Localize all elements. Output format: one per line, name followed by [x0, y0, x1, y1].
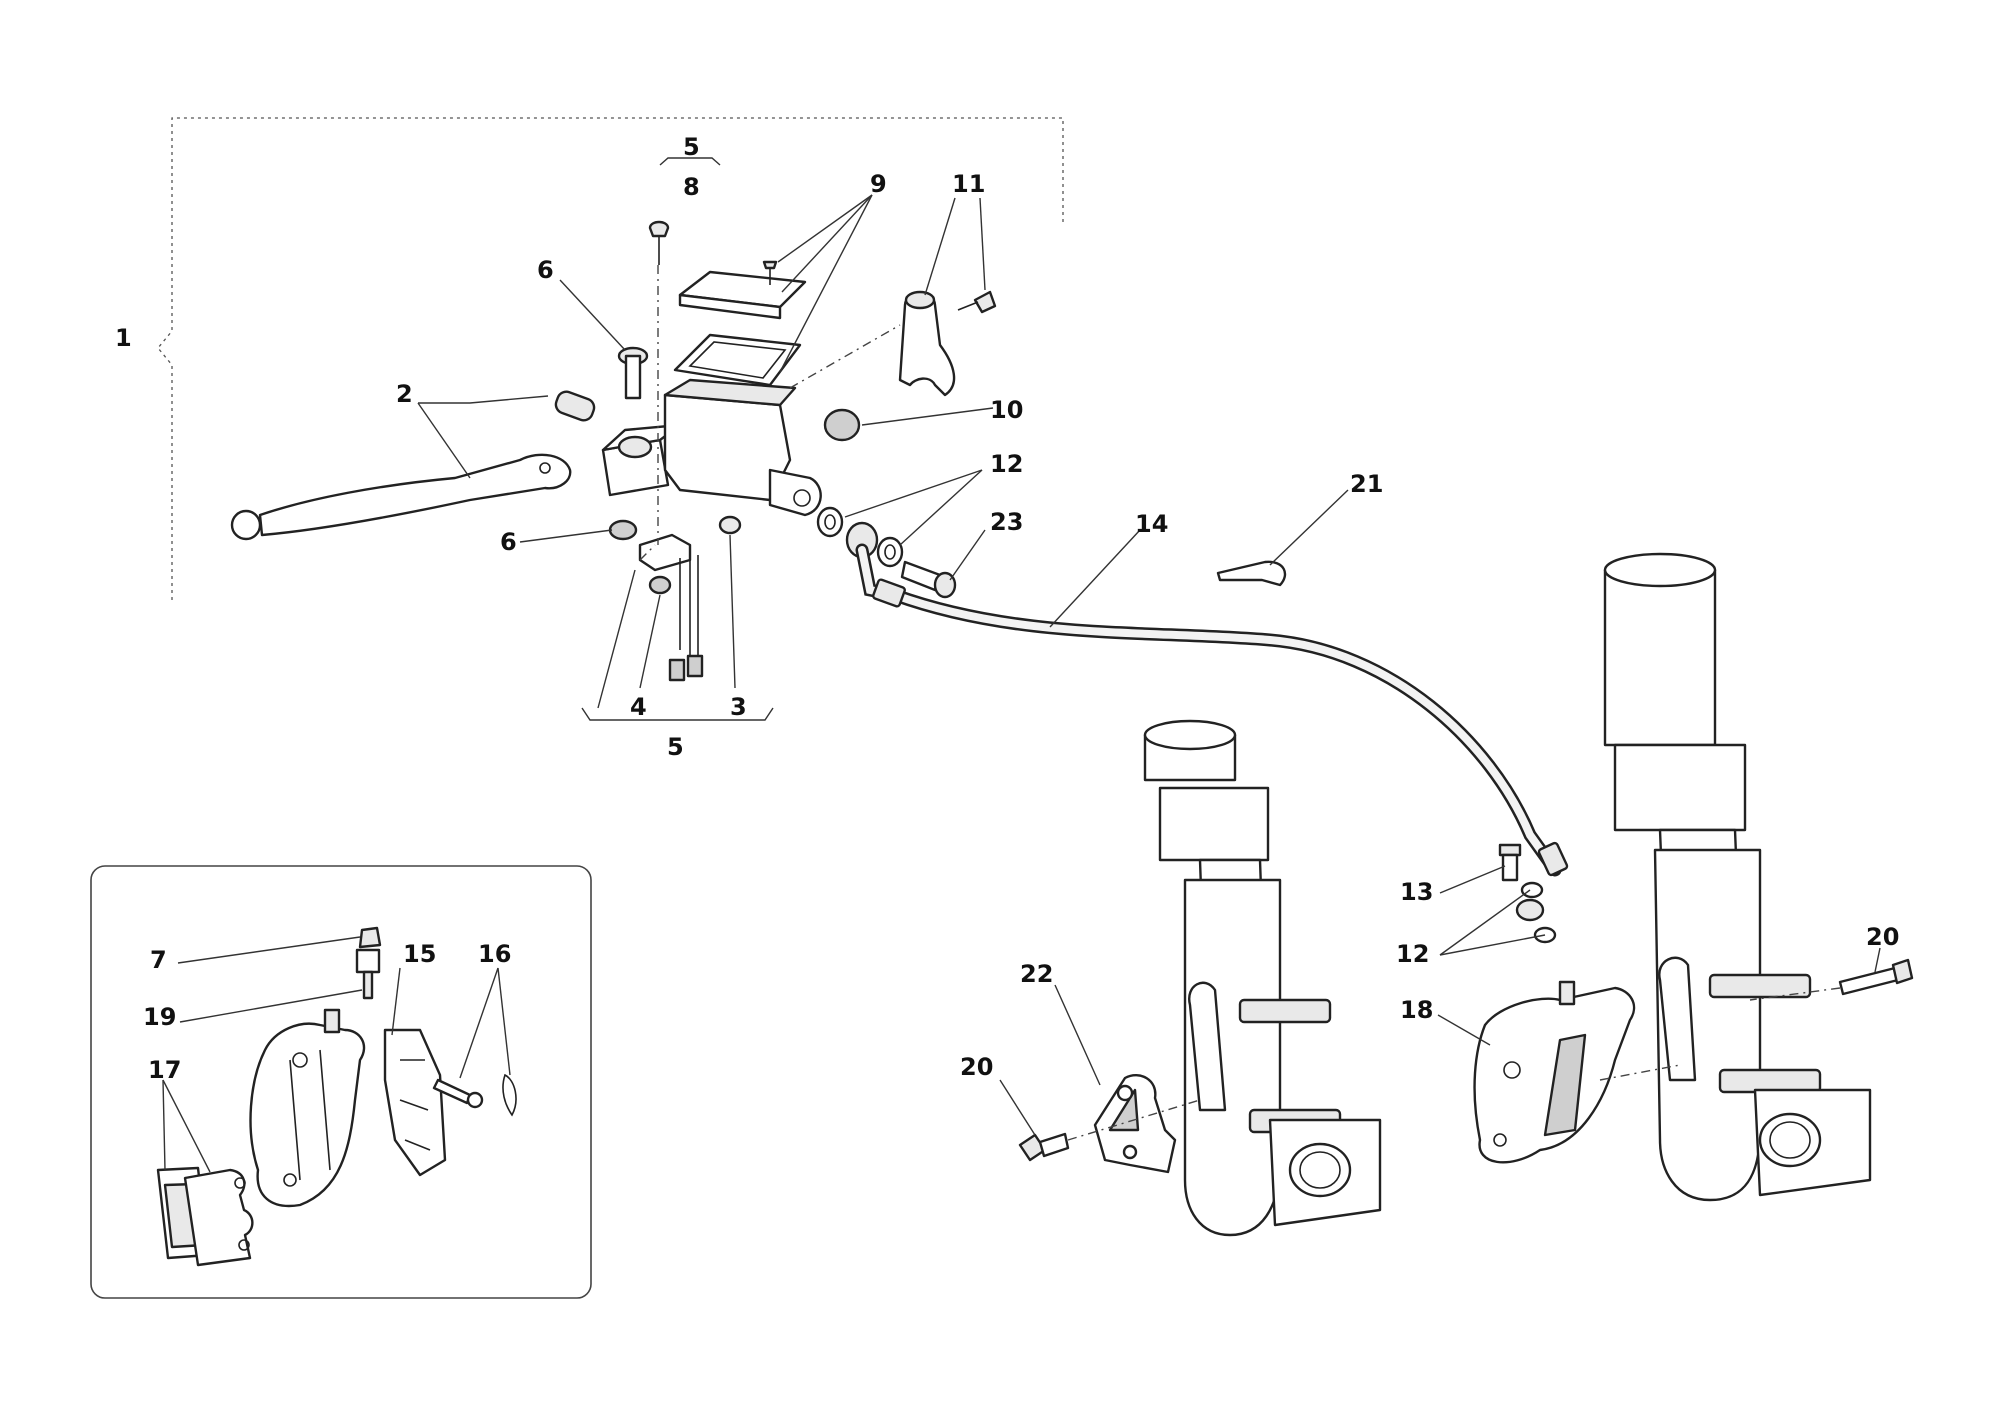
- callout-15: 15: [403, 940, 436, 968]
- callout-20-right: 20: [1866, 923, 1899, 951]
- callout-10: 10: [990, 396, 1023, 424]
- callout-17: 17: [148, 1056, 181, 1084]
- inset-brake-pads: [156, 1166, 254, 1267]
- callout-19: 19: [143, 1003, 176, 1031]
- callout-1: 1: [115, 324, 132, 352]
- callout-20-left: 20: [960, 1053, 993, 1081]
- callout-6-bottom: 6: [500, 528, 517, 556]
- right-brake-caliper: [1473, 980, 1636, 1164]
- lever-holder: [601, 423, 682, 497]
- inset-pad-spring: [383, 1028, 447, 1177]
- callout-22: 22: [1020, 960, 1053, 988]
- left-fork-leg: [1143, 719, 1382, 1237]
- callout-3: 3: [730, 693, 747, 721]
- right-fork-leg: [1603, 552, 1872, 1202]
- cap-screws: [648, 220, 778, 285]
- inset-r-clip: [502, 1073, 517, 1117]
- callout-13: 13: [1400, 878, 1433, 906]
- banjo-fitting: [845, 521, 957, 599]
- callout-12-top: 12: [990, 450, 1023, 478]
- clamp-plug: [823, 408, 861, 442]
- pivot-bolt: [608, 346, 649, 541]
- banjo-washers-top: [816, 506, 904, 568]
- inset-caliper: [249, 1008, 366, 1208]
- caliper-detail-inset-frame: [90, 865, 592, 1299]
- callout-18: 18: [1400, 996, 1433, 1024]
- callout-7: 7: [150, 946, 167, 974]
- master-cylinder-body: [663, 378, 822, 517]
- callout-5-bottom: 5: [667, 733, 684, 761]
- brake-light-switch: [638, 515, 742, 682]
- brake-hose: [855, 543, 1569, 877]
- callout-12-bottom: 12: [1396, 940, 1429, 968]
- callout-6-top: 6: [537, 256, 554, 284]
- callout-5-top: 5: [683, 133, 700, 161]
- inset-bleed-valve: [355, 926, 382, 1000]
- right-caliper-bolt: [1838, 958, 1914, 996]
- callout-16: 16: [478, 940, 511, 968]
- callout-4: 4: [630, 693, 647, 721]
- reservoir-cap: [678, 270, 807, 320]
- leader-lines: [162, 157, 1881, 1173]
- brake-lever: [230, 453, 572, 541]
- callout-labels: 1 2 5 8 9 11 6 10 12 21 14 23 6 4 3 5 13…: [115, 133, 1899, 1084]
- callout-23: 23: [990, 508, 1023, 536]
- callout-2: 2: [396, 380, 413, 408]
- callout-8: 8: [683, 173, 700, 201]
- handlebar-clamp: [898, 290, 997, 397]
- left-caliper-bracket: [1018, 1074, 1177, 1174]
- reservoir-gasket: [673, 333, 802, 387]
- callout-11: 11: [952, 170, 985, 198]
- lever-pin: [554, 390, 596, 422]
- inset-pad-pin: [432, 1078, 484, 1109]
- callout-21: 21: [1350, 470, 1383, 498]
- callout-9: 9: [870, 170, 887, 198]
- callout-14: 14: [1135, 510, 1168, 538]
- hose-guide-clip: [1216, 560, 1287, 587]
